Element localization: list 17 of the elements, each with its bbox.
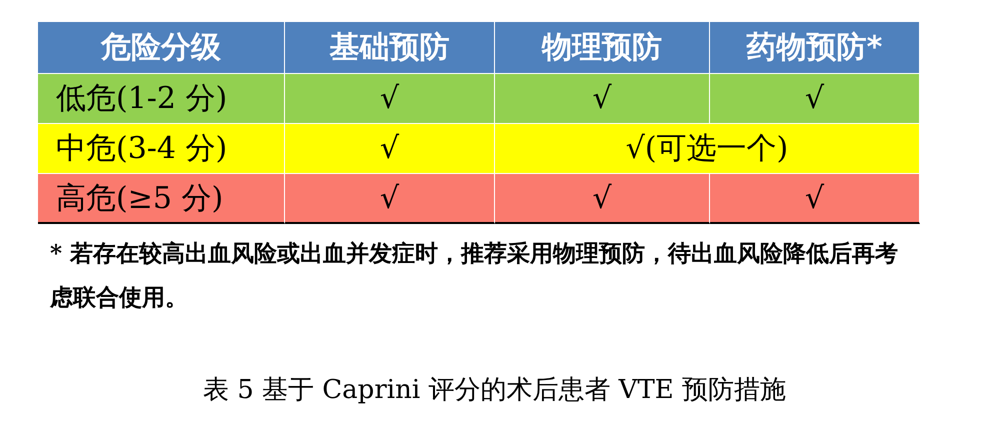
- header-cell: 危险分级: [38, 22, 285, 74]
- table-cell: √: [710, 74, 920, 124]
- table-cell: √: [710, 174, 920, 224]
- caption: 表 5 基于 Caprini 评分的术后患者 VTE 预防措施: [202, 374, 788, 407]
- table-cell: √: [285, 74, 495, 124]
- table-cell: √: [495, 174, 710, 224]
- table-cell: 低危(1-2 分): [38, 74, 285, 124]
- table-cell: √: [285, 174, 495, 224]
- table-cell: √: [285, 124, 495, 174]
- header-cell: 药物预防*: [710, 22, 920, 74]
- table-cell: 高危(≥5 分): [38, 174, 285, 224]
- table-cell: 中危(3-4 分): [38, 124, 285, 174]
- header-cell: 物理预防: [495, 22, 710, 74]
- header-cell: 基础预防: [285, 22, 495, 74]
- table-cell: √(可选一个): [495, 124, 920, 174]
- footnote: * 若存在较高出血风险或出血并发症时，推荐采用物理预防，待出血风险降低后再考虑联合使用。: [50, 239, 900, 313]
- table-cell: √: [495, 74, 710, 124]
